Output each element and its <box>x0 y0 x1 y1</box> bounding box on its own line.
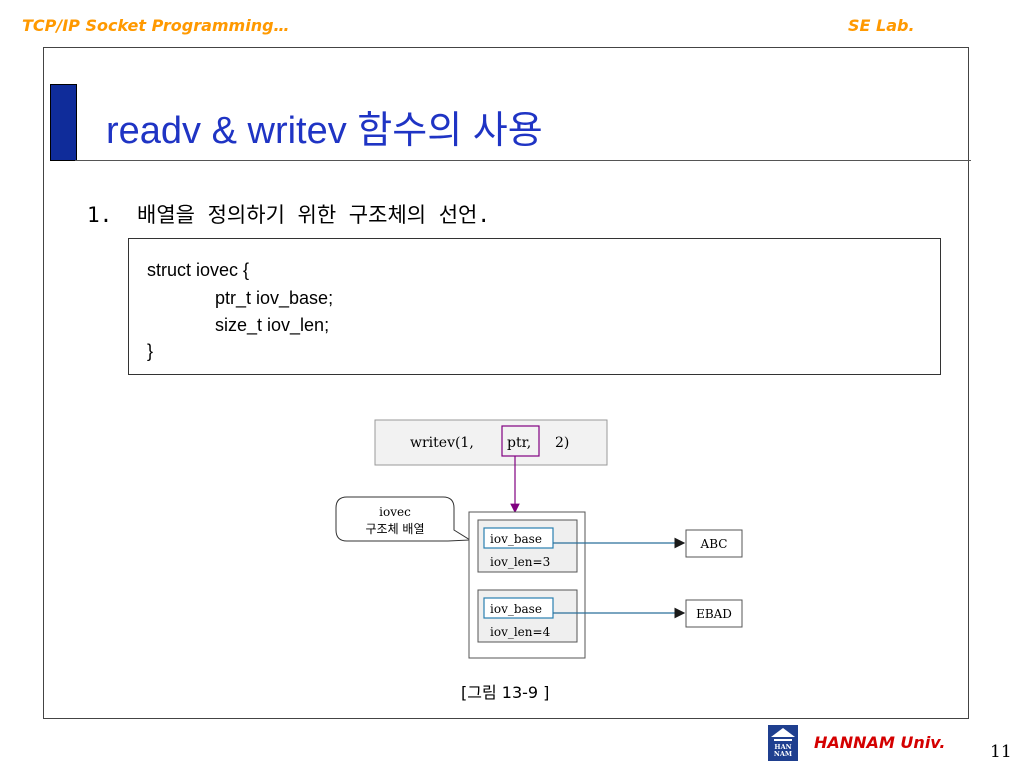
slide-title: readv & writev 함수의 사용 <box>106 110 543 152</box>
code-box: struct iovec { ptr_t iov_base; size_t io… <box>128 238 941 375</box>
university-name: HANNAM Univ. <box>814 733 946 752</box>
slide-frame <box>43 47 969 719</box>
title-accent-bar <box>50 84 77 161</box>
svg-text:NAM: NAM <box>774 750 792 758</box>
svg-text:HAN: HAN <box>774 743 791 751</box>
title-underline <box>75 160 971 161</box>
code-line-2: ptr_t iov_base; <box>215 288 334 308</box>
header-left-title: TCP/IP Socket Programming… <box>22 16 290 35</box>
university-logo-icon: HAN NAM <box>768 725 798 761</box>
header-right-lab: SE Lab. <box>848 16 915 35</box>
list-item-number: 1. <box>87 203 113 227</box>
list-item-text: 배열을 정의하기 위한 구조체의 선언. <box>137 203 491 227</box>
code-line-1: struct iovec { <box>147 260 250 280</box>
code-line-3: size_t iov_len; <box>215 315 330 335</box>
list-item: 1. 배열을 정의하기 위한 구조체의 선언. <box>87 199 490 229</box>
figure-caption: [그림 13-9 ] <box>461 683 550 702</box>
page-number: 11 <box>990 742 1012 762</box>
code-line-4: } <box>147 341 154 361</box>
